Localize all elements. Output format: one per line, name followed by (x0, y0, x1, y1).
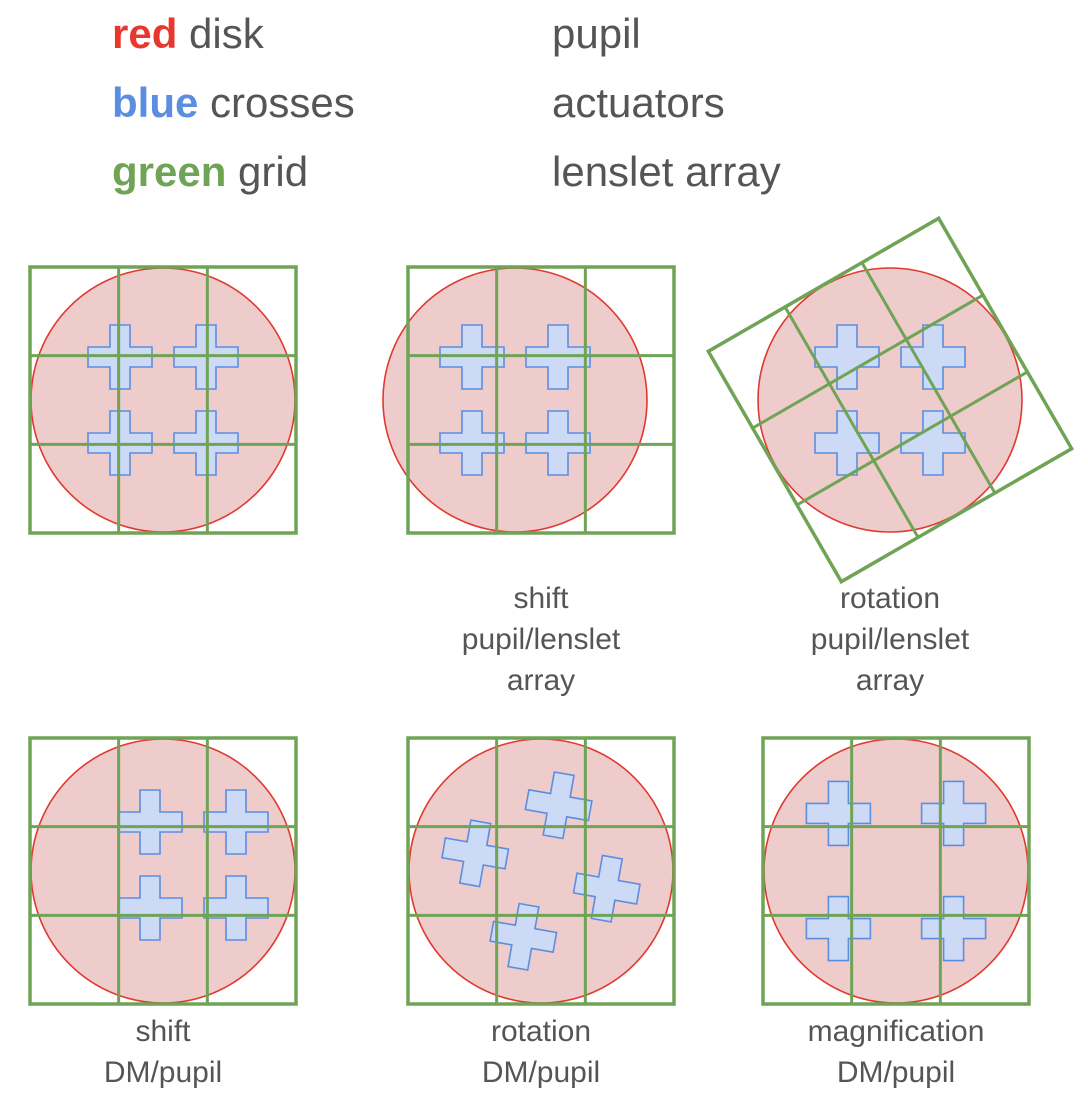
actuator-cross-icon (900, 410, 966, 476)
lenslet-grid (761, 736, 1031, 1006)
panel-caption-line: rotation (840, 582, 940, 615)
legend-disk-label: disk (189, 10, 264, 57)
lenslet-grid-line (751, 293, 984, 430)
lenslet-grid (28, 736, 298, 1006)
lenslet-grid-border (406, 265, 676, 535)
panel-caption-line: shift (513, 582, 569, 615)
lenslet-grid (406, 265, 676, 535)
panel-caption-line: array (856, 664, 924, 697)
legend-grid-label: grid (238, 148, 309, 195)
lenslet-grid (406, 736, 676, 1006)
legend-blue-keyword: blue (112, 79, 199, 126)
actuator-cross-icon (489, 902, 558, 971)
panel-reference (28, 265, 298, 535)
actuator-cross-icon (524, 771, 593, 840)
panel-caption-line: shift (135, 1015, 191, 1048)
lenslet-grid-border (705, 215, 1075, 585)
panel-caption-line: rotation (491, 1015, 591, 1048)
actuator-cross-icon (920, 780, 987, 847)
legend-lenslet-key: green grid (112, 148, 308, 196)
lenslet-grid (28, 265, 298, 535)
panel-shift-pupil-lenslet: shift pupil/lenslet array (382, 265, 676, 697)
panel-caption-line: pupil/lenslet (462, 623, 621, 656)
panel-caption-line: DM/pupil (104, 1056, 222, 1089)
lenslet-grid-line (796, 370, 1029, 507)
legend-crosses-label: crosses (210, 79, 355, 126)
pupil-disk (408, 738, 674, 1004)
legend-actuators-meaning: actuators (552, 79, 725, 126)
panel-caption-line: pupil/lenslet (811, 623, 970, 656)
panel-rotation-pupil-lenslet: rotation pupil/lenslet array (705, 215, 1075, 697)
actuator-cross-icon (805, 780, 872, 847)
legend: red disk blue crosses green grid pupil a… (0, 0, 1088, 210)
actuator-cross-icon (203, 875, 269, 941)
lenslet-grid-border (406, 736, 676, 1006)
actuator-cross-icon (920, 895, 987, 962)
actuator-cross-icon (441, 819, 510, 888)
lenslet-grid-border (28, 265, 298, 535)
lenslet-grid (705, 215, 1075, 585)
legend-pupil-meaning: pupil (552, 10, 641, 57)
panel-caption-line: array (507, 664, 575, 697)
legend-lenslet-meaning: lenslet array (552, 148, 781, 195)
panel-caption-line: magnification (808, 1015, 985, 1048)
pupil-disk (382, 267, 648, 533)
actuator-cross-icon (814, 324, 880, 390)
actuator-cross-icon (805, 895, 872, 962)
panel-caption-line: DM/pupil (482, 1056, 600, 1089)
legend-green-keyword: green (112, 148, 227, 195)
legend-actuators-key: blue crosses (112, 79, 355, 127)
pupil-disk (30, 267, 296, 533)
lenslet-grid-border (761, 736, 1031, 1006)
actuator-cross-icon (900, 324, 966, 390)
panel-caption-line: DM/pupil (837, 1056, 955, 1089)
legend-pupil-key: red disk (112, 10, 264, 58)
lenslet-grid-line (783, 306, 920, 539)
actuator-cross-icon (572, 854, 641, 923)
actuator-cross-icon (203, 789, 269, 855)
lenslet-grid-border (28, 736, 298, 1006)
pupil-disk (763, 738, 1029, 1004)
lenslet-grid-line (860, 261, 997, 494)
legend-red-keyword: red (112, 10, 178, 57)
pupil-disk (757, 267, 1023, 533)
pupil-disk (30, 738, 296, 1004)
